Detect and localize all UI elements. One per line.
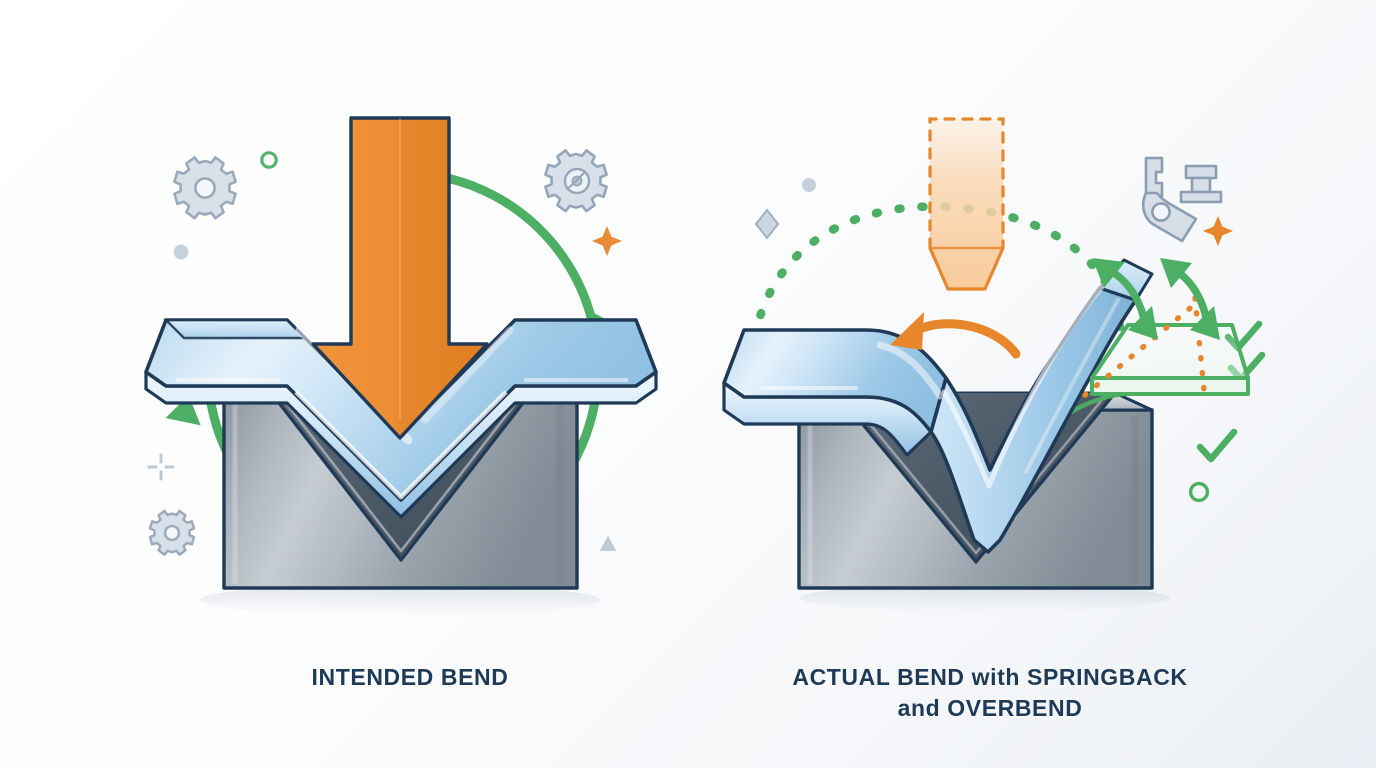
ground-shadow — [200, 584, 600, 616]
triangle-icon — [599, 536, 617, 551]
robot-arm-icon — [1142, 156, 1223, 243]
springback-arc — [746, 202, 1125, 388]
punch-arrow — [311, 116, 489, 440]
check-icon — [1196, 428, 1238, 463]
overbend-double-arrow — [1092, 258, 1220, 340]
panel-left-intended-bend — [144, 116, 658, 616]
caption-intended-bend: INTENDED BEND — [120, 662, 700, 693]
gear-icon — [148, 509, 196, 556]
springback-angle-lines — [1082, 295, 1207, 398]
target-flange-outline — [1090, 323, 1250, 396]
sparkle-icon — [1203, 216, 1233, 246]
punch-retracted — [928, 117, 1005, 291]
springback-direction-arrow — [890, 312, 1021, 359]
crosshair-icon — [147, 453, 175, 481]
caption-line: INTENDED BEND — [311, 664, 509, 690]
panel-right-actual-bend — [722, 117, 1266, 612]
diamond-icon — [754, 208, 780, 240]
gear-icon — [544, 149, 608, 213]
ring-icon — [1188, 481, 1210, 503]
dot-icon — [802, 178, 816, 192]
gear-icon — [173, 156, 237, 220]
sparkle-icon — [592, 226, 622, 256]
ring-icon — [260, 151, 278, 169]
dot-icon — [173, 244, 189, 260]
caption-line: and OVERBEND — [897, 695, 1083, 722]
left-decorations — [147, 149, 622, 556]
ground-shadow — [800, 584, 1170, 612]
caption-actual-bend: ACTUAL BEND with SPRINGBACK and OVERBEND — [690, 662, 1290, 725]
sheet-metal — [144, 318, 658, 519]
sheet-metal-sprungback — [722, 258, 1154, 554]
caption-line: ACTUAL BEND with SPRINGBACK — [792, 664, 1188, 690]
